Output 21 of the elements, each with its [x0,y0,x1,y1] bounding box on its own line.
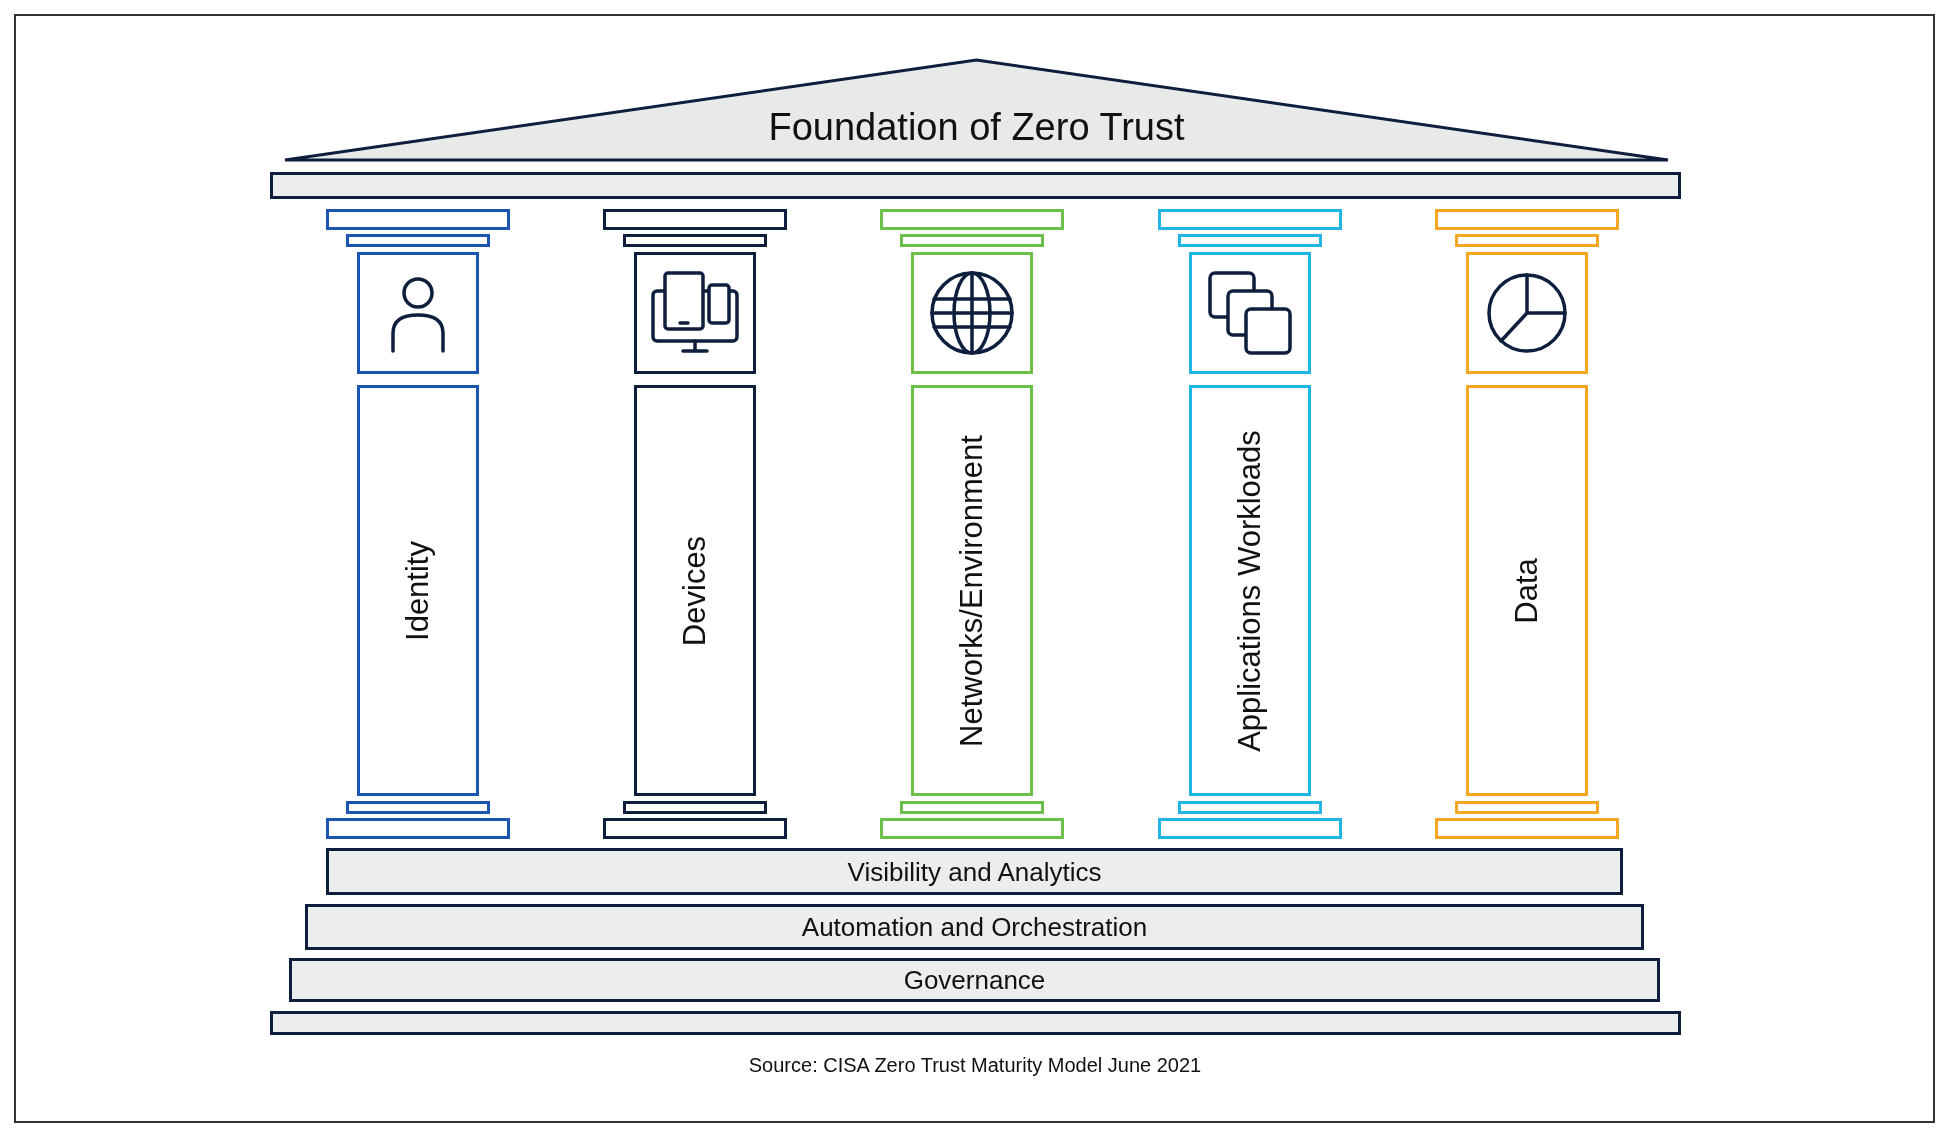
roof-pediment [283,58,1670,162]
caption: Source: CISA Zero Trust Maturity Model June 2021 [747,1054,1203,1077]
pillar-label: Networks/Environment [954,434,990,747]
foundation-band [326,848,1623,895]
pillar-label: Identity [400,540,436,641]
pillar-label: Applications Workloads [1232,429,1268,752]
pillar-label: Data [1509,557,1545,624]
pillar-shaft [1189,385,1311,796]
roof-title: Foundation of Zero Trust [768,105,1185,149]
pillar-shaft [634,385,756,796]
band-label: Automation and Orchestration [801,911,1148,943]
foundation-band [305,904,1644,950]
pillar-shaft [357,385,479,796]
band-label: Visibility and Analytics [847,856,1102,887]
pillar-label: Devices [677,535,713,646]
pillar-shaft [1466,385,1588,796]
foundation-band [289,958,1660,1002]
pillar-shaft [911,385,1033,796]
base-slab [270,1011,1681,1035]
band-label: Governance [903,964,1046,996]
beam-bar [270,172,1681,199]
